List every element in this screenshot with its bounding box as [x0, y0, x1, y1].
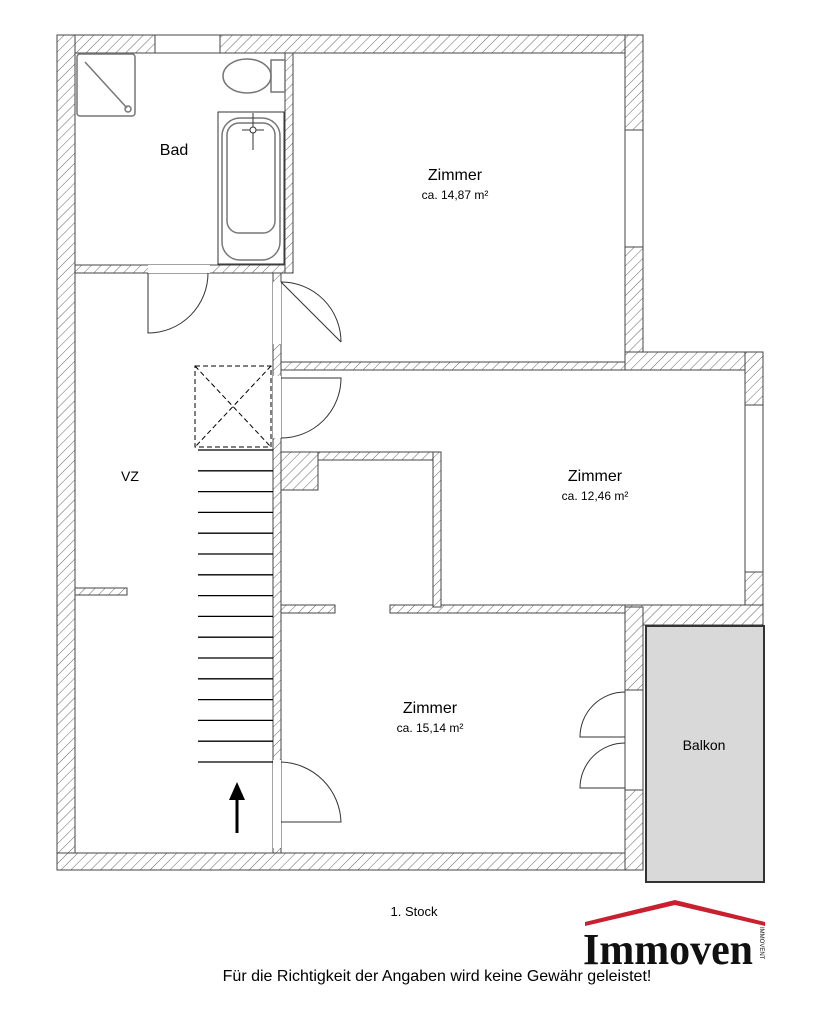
disclaimer: Für die Richtigkeit der Angaben wird kei…: [223, 968, 652, 985]
toilet: [222, 58, 272, 94]
room-area-zimmer-2: ca. 12,46 m²: [562, 489, 629, 503]
openings: [148, 34, 764, 848]
door-gap: [273, 376, 281, 438]
balcony-door: [624, 689, 644, 791]
balcony: [645, 625, 765, 883]
logo-text: Immoven: [583, 925, 753, 974]
room-area-zimmer-3: ca. 15,14 m²: [397, 721, 464, 735]
door-swings: [147, 272, 626, 823]
stair-arrow-icon: [229, 782, 245, 833]
door-gap: [273, 282, 281, 344]
window: [624, 129, 644, 248]
bathtub: [217, 111, 285, 265]
window: [744, 404, 764, 573]
room-label-vz: VZ: [121, 468, 139, 484]
logo-subtext: IMMOVENT: [758, 927, 764, 960]
room-label-zimmer-3: Zimmer: [403, 700, 458, 717]
room-label-zimmer-2: Zimmer: [568, 468, 623, 485]
stair-opening: [194, 365, 272, 448]
door-gap: [273, 760, 281, 848]
floor-label: 1. Stock: [391, 904, 438, 919]
bathroom-fixtures: [76, 53, 286, 265]
room-label-bad: Bad: [160, 142, 188, 159]
room-area-zimmer-1: ca. 14,87 m²: [422, 188, 489, 202]
stairs: [198, 449, 273, 763]
room-label-zimmer-1: Zimmer: [428, 167, 483, 184]
company-logo: Immoven IMMOVENT: [583, 900, 765, 974]
door-gap: [148, 265, 210, 273]
room-label-balkon: Balkon: [683, 737, 726, 753]
window: [154, 34, 221, 54]
shower: [76, 53, 136, 117]
